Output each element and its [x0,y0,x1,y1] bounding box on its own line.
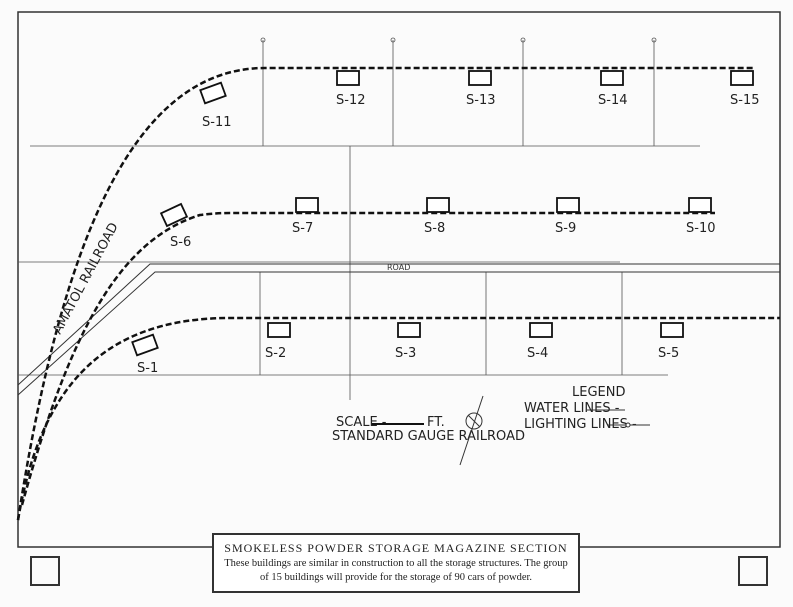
ornament-icon [738,556,768,586]
building-label: S-10 [686,221,716,236]
legend-title: LEGEND [572,385,625,400]
caption-line-2: of 15 buildings will provide for the sto… [259,572,533,583]
magazine-building [199,81,227,105]
building-label: S-15 [730,93,760,108]
magazine-building [468,70,492,86]
scale-label: SCALE - [336,415,387,430]
border [17,11,781,548]
magazine-building [159,202,189,228]
north-arrow-icon [459,395,484,466]
track-gauge-label: STANDARD GAUGE RAILROAD [332,429,525,444]
magazine-building [267,322,291,338]
road-label: ROAD [387,263,410,272]
building-label: S-3 [395,346,416,361]
ornament-icon [30,556,60,586]
utility-lines [18,37,700,400]
magazine-building [397,322,421,338]
building-label: S-12 [336,93,366,108]
building-label: S-2 [265,346,286,361]
building-label: S-6 [170,235,191,250]
building-label: S-1 [137,361,158,376]
building-label: S-7 [292,221,313,236]
building-label: S-4 [527,346,548,361]
building-label: S-14 [598,93,628,108]
legend-water: WATER LINES - [524,401,620,416]
building-label: S-11 [202,115,232,130]
magazine-building [660,322,684,338]
road [17,263,780,396]
magazine-building [131,333,159,357]
building-label: S-5 [658,346,679,361]
magazine-building [688,197,712,213]
magazine-building [529,322,553,338]
magazine-building [336,70,360,86]
caption-line-1: These buildings are similar in construct… [224,558,568,569]
magazine-building [730,70,754,86]
buildings: S-1 S-2 S-3 S-4 S-5 S-6 S-7 S-8 S-9 S-10 S-11 S-12 S… [131,70,760,376]
magazine-building [295,197,319,213]
magazine-building [426,197,450,213]
caption-box: SMOKELESS POWDER STORAGE MAGAZINE SECTIO… [212,533,580,593]
building-label: S-8 [424,221,445,236]
building-label: S-13 [466,93,496,108]
magazine-building [556,197,580,213]
legend-lighting: LIGHTING LINES - [524,417,637,432]
magazine-building [600,70,624,86]
building-label: S-9 [555,221,576,236]
railroad-tracks [16,66,780,521]
scale-unit: FT. [427,415,445,430]
caption-title: SMOKELESS POWDER STORAGE MAGAZINE SECTIO… [224,541,568,555]
